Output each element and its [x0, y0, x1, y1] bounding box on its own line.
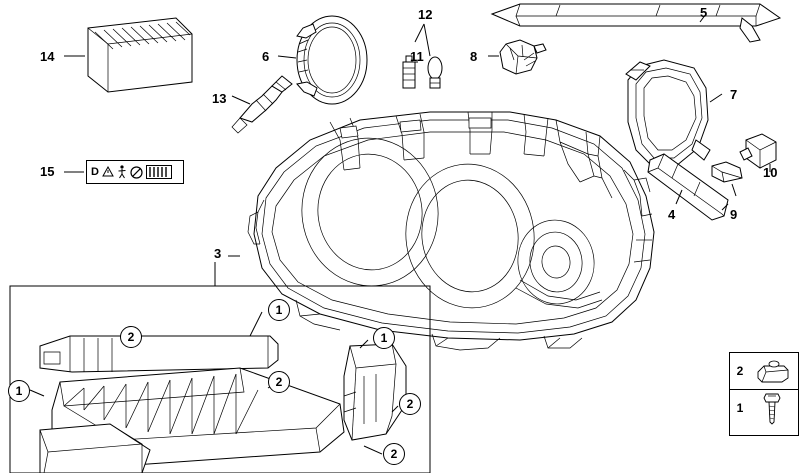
part-3-bracket-assembly: [9, 262, 431, 473]
callout-11: 11: [410, 49, 424, 64]
part-14-control-unit: [64, 17, 193, 93]
fastener-legend: 2 1: [729, 352, 799, 436]
clip-nut-icon: [757, 360, 789, 383]
part-5-trim-strip: [490, 3, 782, 43]
circled-callout-2a: 2: [120, 326, 142, 348]
part-8-bulb-socket: [488, 39, 547, 75]
callout-7: 7: [730, 87, 738, 102]
circled-callout-1c: 1: [8, 380, 30, 402]
callout-4: 4: [668, 207, 676, 222]
callout-3: 3: [214, 246, 222, 261]
screw-icon: [763, 393, 781, 425]
no-entry-icon: [130, 165, 143, 179]
callout-13: 13: [212, 91, 227, 106]
legend-num-1: 1: [736, 401, 744, 415]
part-7-bezel-ring: [625, 59, 723, 167]
legend-row-2: 2: [730, 353, 798, 389]
legend-divider: [730, 389, 798, 390]
circled-callout-1b: 1: [373, 327, 395, 349]
part-9-rubber-cap: [711, 161, 743, 197]
part-6-cover-cap: [277, 15, 368, 105]
circled-callout-2d: 2: [383, 443, 405, 465]
callout-10: 10: [763, 165, 778, 180]
triangle-icon: [102, 166, 114, 177]
circled-callout-1a: 1: [268, 299, 290, 321]
part-4-lower-trim: [647, 153, 729, 221]
legend-num-2: 2: [736, 364, 744, 378]
callout-5: 5: [700, 5, 708, 20]
decal-glyph-d: D: [91, 166, 99, 178]
callout-12: 12: [418, 7, 433, 22]
callout-6: 6: [262, 49, 270, 64]
legend-row-1: 1: [730, 390, 798, 426]
part-13-bulb: [231, 75, 293, 134]
callout-9: 9: [730, 207, 738, 222]
pedestrian-icon: [118, 165, 126, 179]
callout-14: 14: [40, 49, 55, 64]
main-headlight-assembly: [247, 111, 655, 351]
bars-icon: [145, 165, 172, 179]
callout-8: 8: [470, 49, 478, 64]
callout-15: 15: [40, 164, 55, 179]
warning-decal: D: [86, 160, 184, 184]
circled-callout-2b: 2: [268, 371, 290, 393]
circled-callout-2c: 2: [399, 393, 421, 415]
